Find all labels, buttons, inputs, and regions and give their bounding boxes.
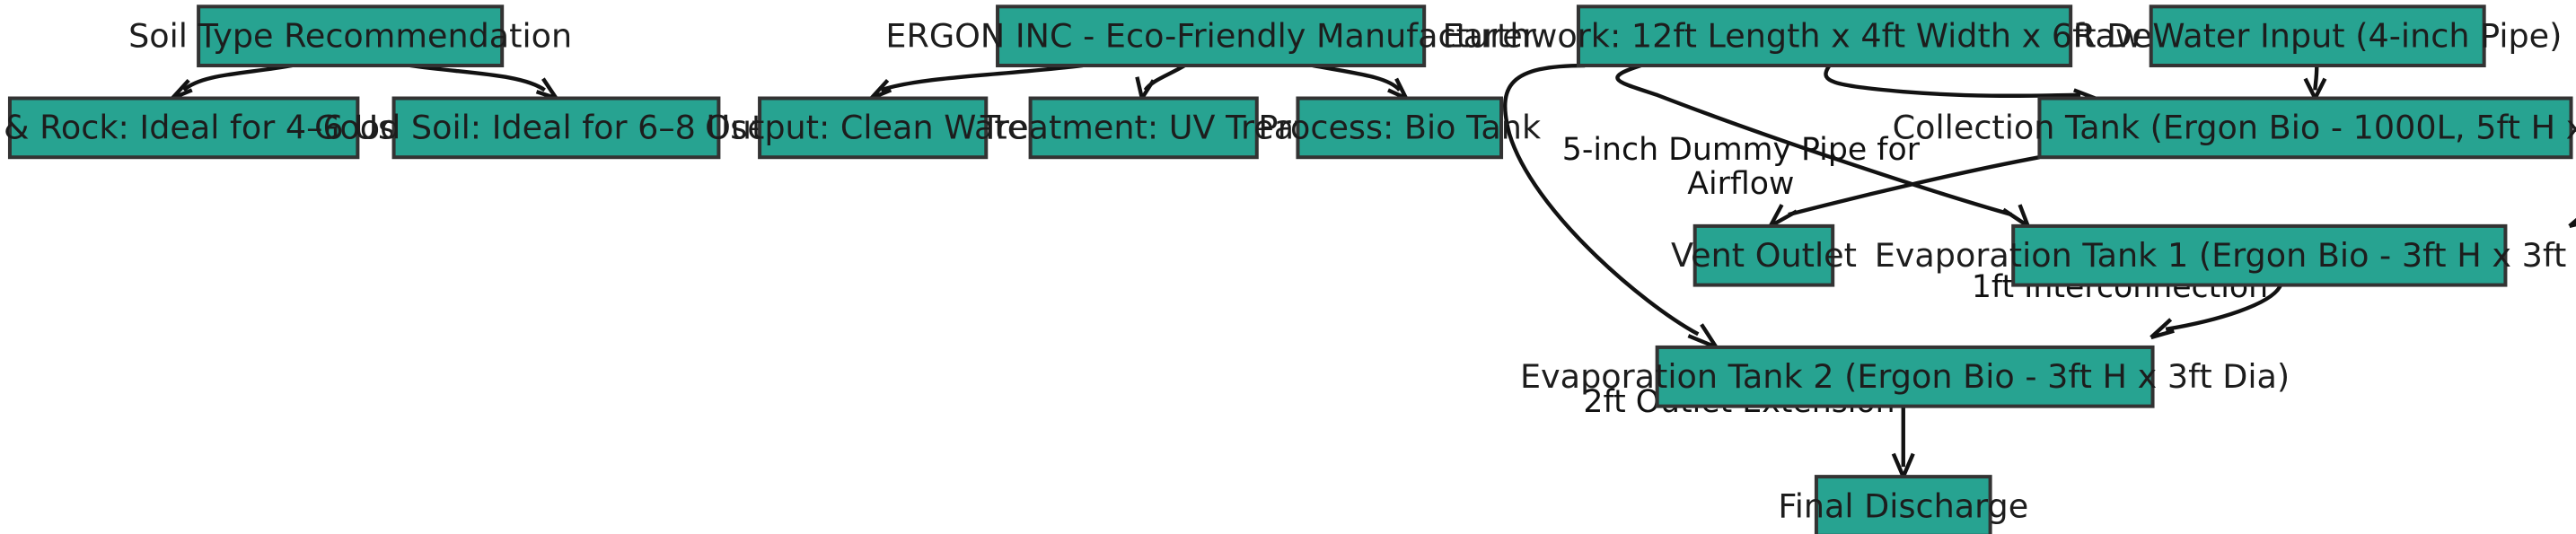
edge-evaporation-tank-2-to-final-discharge xyxy=(1891,406,1915,477)
edge-raw-water-to-collection-tank xyxy=(2303,66,2327,100)
edge-ergon-to-output xyxy=(869,63,1084,101)
edge-earthwork-to-evaporation-tank-1 xyxy=(1615,63,2030,228)
node-process-bio-tank[interactable]: Process: Bio Tank xyxy=(1258,96,1542,160)
node-final-discharge[interactable]: Final Discharge xyxy=(1778,475,2028,534)
edge-ergon-to-treatment xyxy=(1135,64,1186,100)
node-clay-rock[interactable]: Clay & Rock: Ideal for 4–6 Users xyxy=(0,96,446,160)
node-earthwork[interactable]: Earthwork: 12ft Length x 4ft Width x 6ft… xyxy=(1443,4,2207,68)
edge-label-dummy-pipe-line2: Airflow xyxy=(1687,166,1794,202)
node-good-soil[interactable]: Good Soil: Ideal for 6–8 Users xyxy=(314,96,798,160)
edge-layer xyxy=(171,63,2576,477)
edge-collection-tank-to-vent-outlet xyxy=(1768,155,2040,228)
edge-label-dummy-pipe-line1: 5-inch Dummy Pipe for xyxy=(1562,132,1921,168)
node-raw-water-input[interactable]: Raw Water Input (4-inch Pipe) xyxy=(2073,4,2562,68)
edge-soil-type-to-clay-rock xyxy=(171,63,293,101)
node-layer: Soil Type Recommendation Clay & Rock: Id… xyxy=(0,4,2576,534)
node-collection-tank[interactable]: Collection Tank (Ergon Bio - 1000L, 5ft … xyxy=(1893,96,2576,160)
node-vent-outlet[interactable]: Vent Outlet xyxy=(1671,223,1857,287)
edge-soil-type-to-good-soil xyxy=(409,63,558,101)
edge-earthwork-to-evaporation-tank-2 xyxy=(1503,63,1719,349)
node-ergon-inc[interactable]: ERGON INC - Eco-Friendly Manufacturer xyxy=(885,4,1537,68)
node-soil-type-recommendation[interactable]: Soil Type Recommendation xyxy=(128,4,572,68)
edge-evaporation-tank-1-to-evaporation-tank-2 xyxy=(2150,284,2283,340)
edge-collection-tank-to-evaporation-tank-1 xyxy=(2568,217,2576,229)
edge-ergon-to-process xyxy=(1312,63,1409,101)
node-treatment-uv[interactable]: Treatment: UV Treat xyxy=(980,96,1307,160)
node-output-clean-water[interactable]: Output: Clean Water xyxy=(705,96,1042,160)
